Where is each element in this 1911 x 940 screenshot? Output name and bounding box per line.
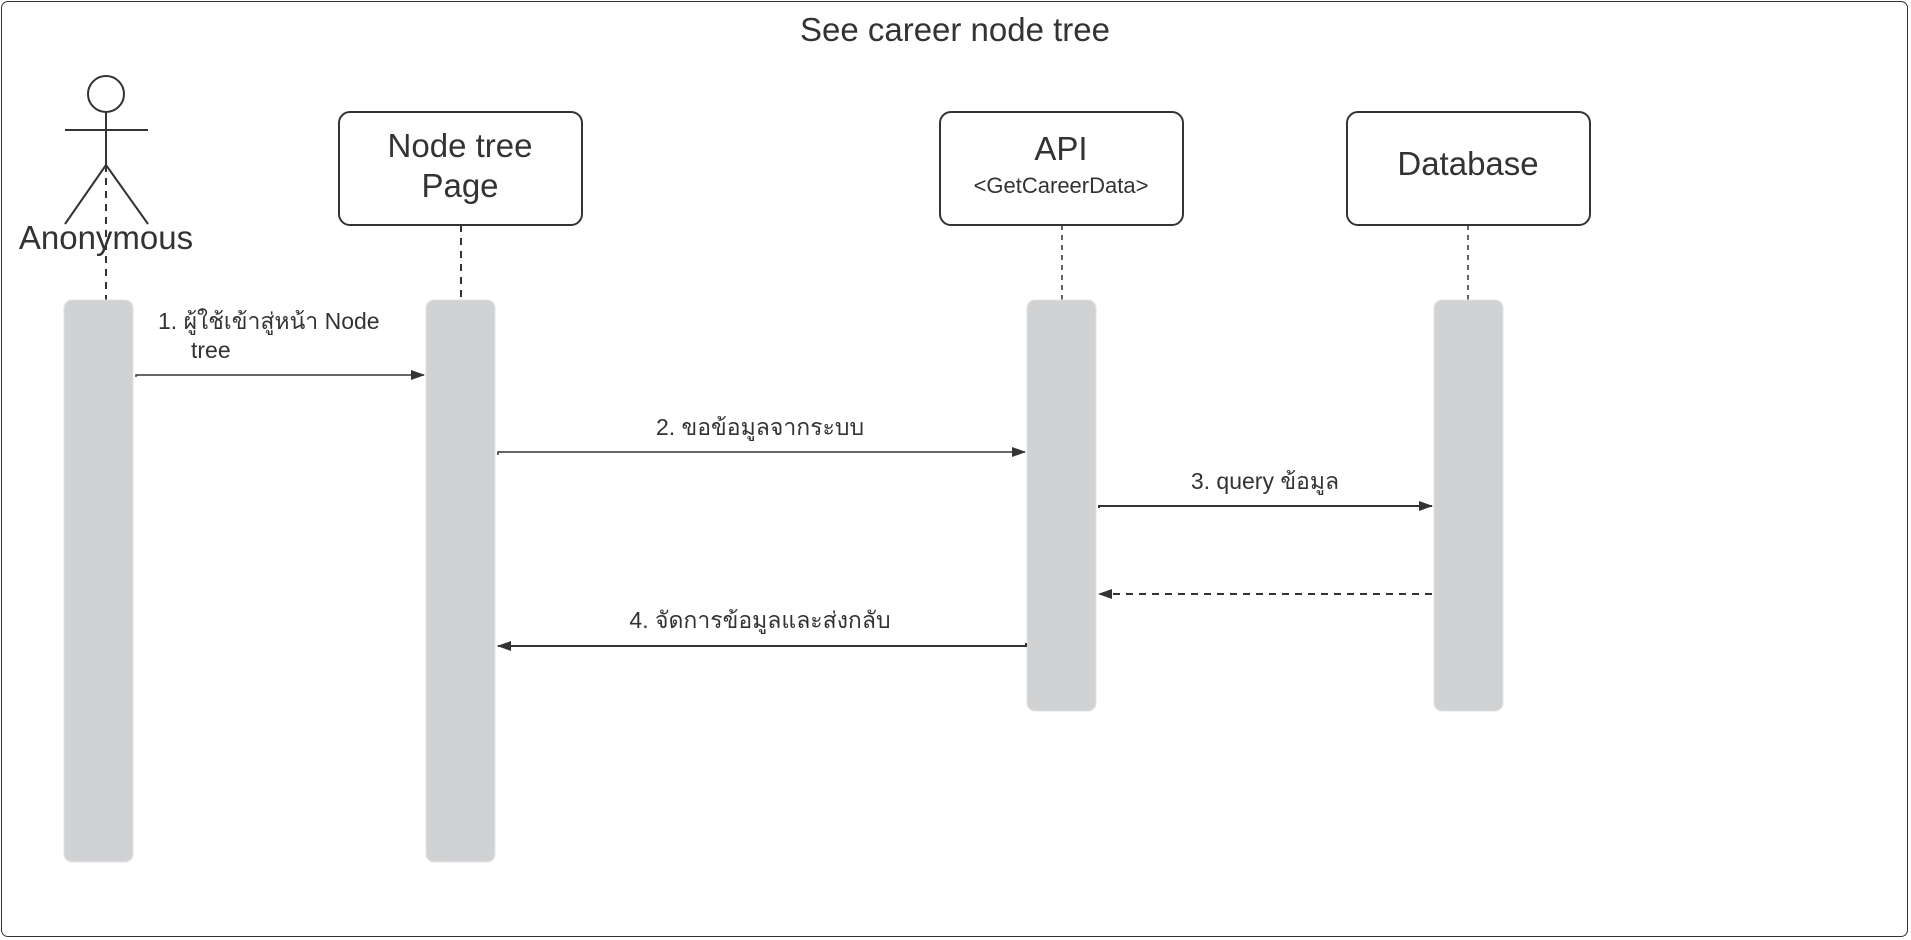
message-label: 4. จัดการข้อมูลและส่งกลับ	[629, 607, 890, 634]
participant-database: Database	[1346, 111, 1591, 300]
actor-label: Anonymous	[19, 219, 193, 256]
participant-api: API <GetCareerData>	[939, 111, 1184, 300]
participant-label-line2: Page	[421, 167, 498, 204]
participant-subtitle: <GetCareerData>	[974, 173, 1149, 198]
actor-head-icon	[87, 75, 125, 113]
message-4: 4. จัดการข้อมูลและส่งกลับ	[497, 607, 1027, 651]
activation-bar-anonymous	[63, 299, 134, 863]
message-arrow	[135, 370, 425, 380]
participant-label: API	[1034, 130, 1087, 167]
message-label-line1: 1. ผู้ใช้เข้าสู่หน้า Node	[158, 308, 380, 335]
participant-box	[939, 111, 1184, 226]
activation-bar-page	[425, 299, 496, 863]
message-arrow	[497, 641, 1027, 651]
message-label: 3. query ข้อมูล	[1191, 468, 1339, 495]
actor-left-leg	[64, 164, 107, 225]
message-label: 2. ขอข้อมูลจากระบบ	[656, 414, 864, 441]
activation-bar-api	[1026, 299, 1097, 712]
message-arrow	[497, 447, 1026, 457]
actor-right-leg	[105, 164, 149, 225]
message-3: 3. query ข้อมูล	[1098, 468, 1433, 511]
message-label-line2: tree	[191, 337, 231, 363]
activation-bar-database	[1433, 299, 1504, 712]
participant-node-tree-page: Node tree Page	[338, 111, 583, 300]
message-1: 1. ผู้ใช้เข้าสู่หน้า Node tree	[135, 308, 425, 380]
participant-label: Database	[1397, 145, 1538, 182]
actor-anonymous: Anonymous	[19, 75, 193, 300]
message-2: 2. ขอข้อมูลจากระบบ	[497, 414, 1026, 457]
participant-label-line1: Node tree	[388, 127, 533, 164]
diagram-title: See career node tree	[800, 11, 1110, 48]
message-arrow	[1098, 501, 1433, 511]
